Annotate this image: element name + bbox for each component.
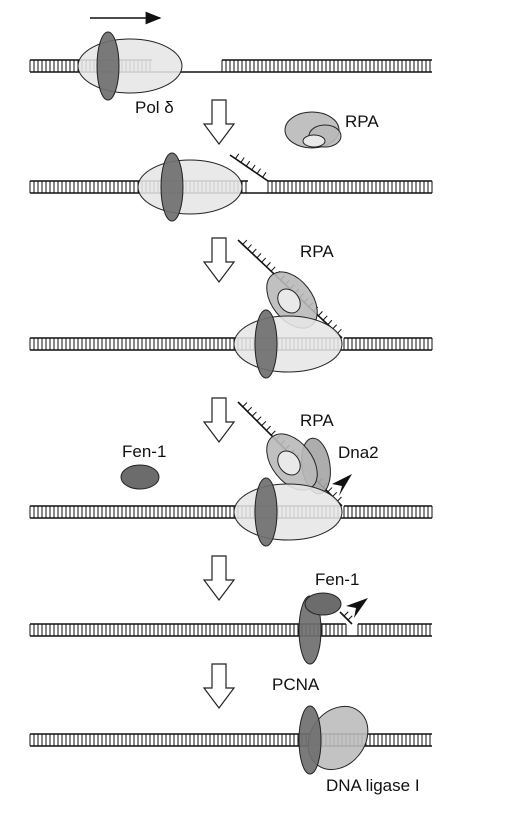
pcna-ring-2 — [160, 152, 184, 222]
step-arrow-1 — [202, 99, 236, 145]
flap-short — [229, 153, 269, 182]
pcna-ring-4 — [254, 477, 278, 547]
pcna-ring-3 — [254, 309, 278, 379]
label-pol-delta: Pol δ — [135, 98, 174, 117]
label-dna2: Dna2 — [338, 443, 379, 462]
fen1-free — [120, 464, 160, 490]
step-arrow-4 — [202, 555, 236, 601]
dna2-cut-arrowhead — [332, 474, 352, 496]
pcna-ring-1 — [96, 31, 120, 101]
flap-strand — [229, 154, 269, 182]
pol-delta-1 — [77, 38, 183, 94]
rpa-free-inner — [302, 134, 326, 148]
dna-duplex-4 — [29, 505, 433, 519]
flap-tiny — [339, 611, 353, 625]
label-fen1-bound: Fen-1 — [315, 570, 360, 589]
dna-duplex-3 — [29, 337, 433, 351]
step-arrow-2 — [202, 237, 236, 283]
pol-delta-2 — [137, 159, 243, 215]
rpa-bound-2-inner — [277, 450, 301, 476]
pol-delta-4 — [233, 483, 343, 541]
label-rpa-1: RPA — [345, 112, 379, 131]
label-dna-ligase: DNA ligase I — [326, 776, 420, 795]
label-pcna: PCNA — [272, 675, 320, 694]
dna-duplex-6 — [29, 733, 432, 747]
pcna-ring-6 — [298, 705, 322, 775]
pol-delta-3 — [233, 315, 343, 373]
rpa-bound-1-inner — [277, 288, 301, 314]
dna-duplex-5 — [29, 623, 432, 637]
step-arrow-3 — [202, 397, 236, 443]
step-arrow-5 — [202, 663, 236, 709]
flap-strand — [339, 611, 353, 625]
fen1-cut-arrowhead — [346, 598, 368, 618]
label-rpa-2: RPA — [300, 242, 334, 261]
label-fen1-free: Fen-1 — [122, 442, 167, 461]
label-rpa-3: RPA — [300, 411, 334, 430]
fen1-bound — [304, 592, 342, 616]
